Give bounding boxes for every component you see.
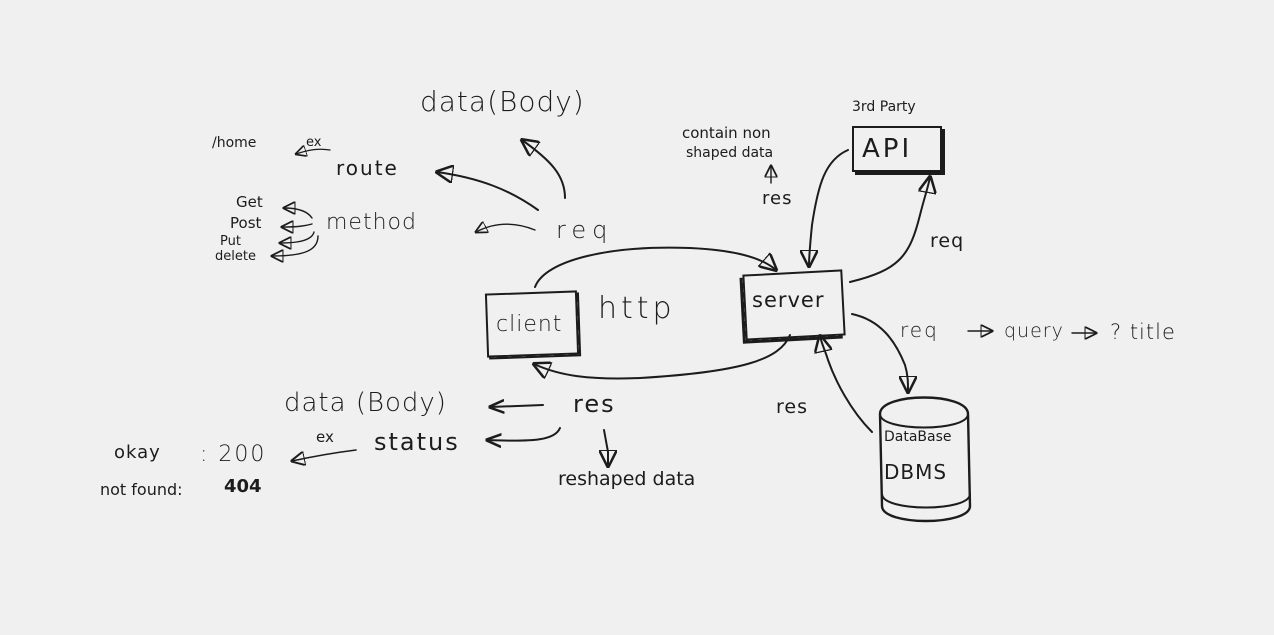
client-label: client — [496, 312, 563, 337]
get-label: Get — [236, 193, 263, 211]
database-cylinder-lip — [879, 413, 969, 429]
res-api-label: res — [762, 188, 793, 209]
arrow-server-to-client — [534, 334, 791, 380]
data-body-bottom-label: data (Body) — [284, 388, 447, 418]
res-client-label: res — [573, 390, 616, 418]
data-body-top-label: data(Body) — [420, 85, 585, 118]
api-label: API — [862, 134, 913, 164]
arrow-client-to-server — [534, 246, 776, 288]
ex-top-label: ex — [306, 135, 322, 150]
not-found-label: not found: — [100, 480, 183, 499]
dbms-label: DBMS — [884, 460, 948, 484]
arrow-req-to-route — [437, 172, 539, 211]
delete-label: delete — [215, 249, 256, 264]
code-200-label: : 200 — [200, 442, 267, 467]
contain-line2-label: shaped data — [686, 145, 774, 161]
arrow-method-delete — [272, 235, 319, 256]
third-party-label: 3rd Party — [852, 99, 916, 115]
server-label: server — [752, 288, 825, 312]
arrow-server-to-db — [851, 313, 908, 392]
title-query-label: ? title — [1110, 320, 1176, 344]
req-api-label: req — [930, 230, 965, 252]
arrow-res-to-data-body — [490, 405, 544, 407]
arrow-api-to-server — [809, 149, 849, 266]
arrow-db-to-server — [820, 336, 873, 433]
database-cylinder-base — [881, 493, 971, 509]
home-label: /home — [212, 135, 257, 151]
arrow-route-ex-home — [296, 149, 331, 154]
status-label: status — [374, 428, 460, 456]
api-box[interactable] — [852, 126, 942, 172]
arrow-method-put — [280, 231, 315, 243]
arrow-server-to-api — [849, 177, 930, 283]
put-label: Put — [220, 234, 241, 249]
ex-bottom-label: ex — [316, 428, 334, 446]
route-label: route — [336, 156, 399, 180]
query-label: query — [1004, 320, 1064, 342]
arrow-res-to-reshaped — [604, 429, 608, 466]
arrow-method-post — [282, 224, 313, 227]
database-label: DataBase — [884, 429, 952, 445]
method-label: method — [326, 210, 417, 235]
database-cylinder — [878, 396, 972, 523]
post-label: Post — [230, 214, 262, 232]
arrow-res-to-status — [487, 427, 561, 441]
arrow-status-to-okay — [292, 449, 357, 461]
okay-label: okay — [114, 442, 161, 463]
arrow-method-get — [284, 208, 313, 219]
req-client-label: req — [556, 216, 614, 244]
reshaped-data-label: reshaped data — [558, 468, 696, 490]
arrow-req-to-data-body — [522, 140, 566, 199]
res-db-label: res — [776, 396, 808, 418]
req-query-label: req — [900, 318, 939, 342]
contain-line1-label: contain non — [682, 124, 771, 142]
arrow-req-to-method — [476, 224, 536, 232]
code-404-label: 404 — [224, 476, 262, 497]
http-label: http — [598, 291, 676, 326]
